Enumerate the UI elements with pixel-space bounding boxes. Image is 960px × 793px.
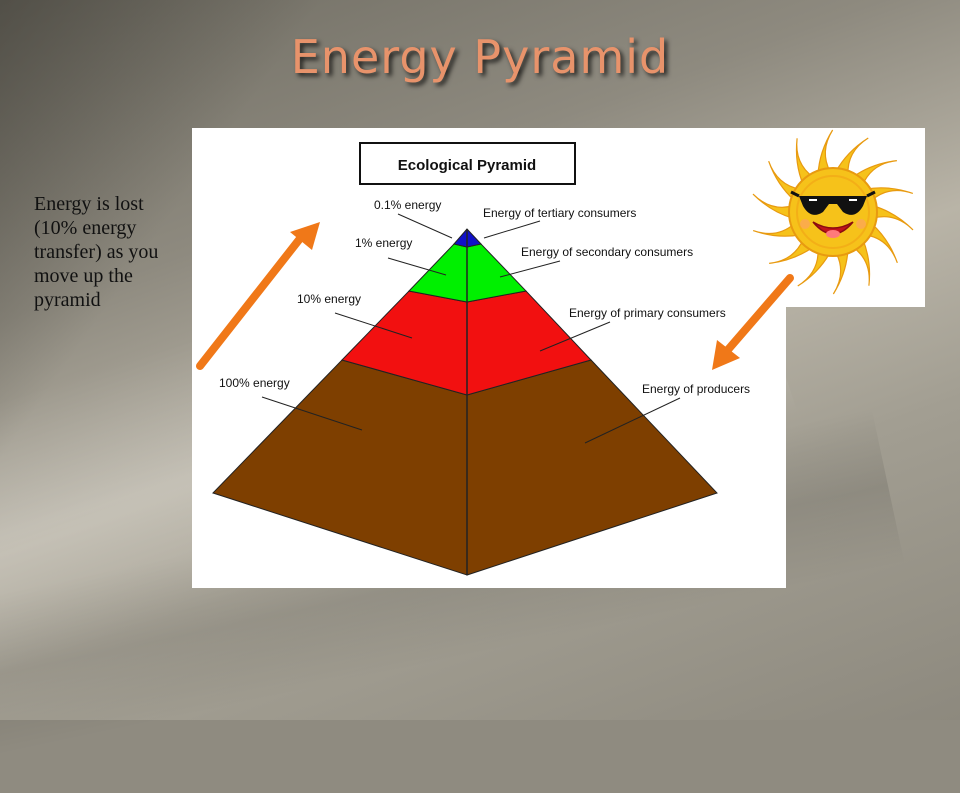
sun-ray [832,248,849,295]
sun-ray [834,137,869,176]
sun-ray [795,138,815,187]
leader-line [397,213,453,239]
level-percent-label: 0.1% energy [374,198,441,212]
pyramid-title-box [359,142,576,185]
level-role-label: Energy of secondary consumers [521,245,693,259]
diagram-canvas: Ecological Pyramid 0.1% energy Energy of… [196,129,914,576]
sun-ray [851,237,871,286]
side-caption: Energy is lost (10% energy transfer) as … [34,193,159,311]
leader-line [483,220,541,239]
sun-ray [817,129,834,176]
sun-ray [752,193,795,220]
leader-line [499,260,561,278]
leader-lines [261,213,681,444]
sun-ray [752,222,802,237]
leader-line [387,257,447,276]
sun-ray [864,222,898,264]
level-percent-label: 10% energy [297,292,361,306]
sun-ray [768,160,802,202]
leader-line [584,397,681,444]
sun-ray [851,159,897,187]
sun-ray [864,187,914,202]
sun-ray [797,248,832,287]
sun-ray [871,204,914,231]
energy-up-arrow [196,222,320,370]
level-percent-label: 100% energy [219,376,290,390]
level-role-label: Energy of tertiary consumers [483,206,636,220]
level-percent-label: 1% energy [355,236,412,250]
sun-energy-arrow [712,274,794,370]
leader-line [539,321,611,352]
level-role-label: Energy of producers [642,382,750,396]
leader-line [334,312,413,339]
sun-with-sunglasses-icon [752,129,914,295]
slide-title: Energy Pyramid [290,30,670,84]
sun-ray [769,237,815,265]
pyramid-title: Ecological Pyramid [398,157,536,174]
producers-layer-left-face [212,359,468,576]
leader-line [261,396,363,431]
level-role-label: Energy of primary consumers [569,306,726,320]
